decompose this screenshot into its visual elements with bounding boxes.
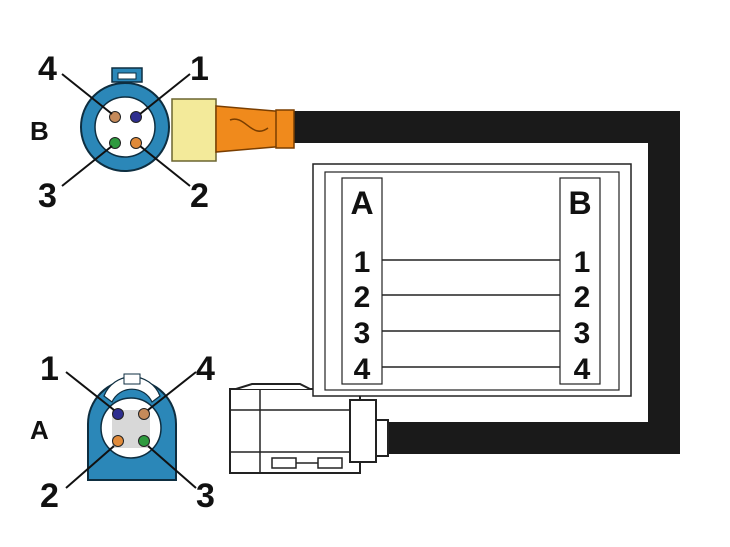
- connector-b-pin-4: [109, 111, 121, 123]
- pinout-column-b: [559, 177, 601, 385]
- connector-b-pin-1: [130, 111, 142, 123]
- connector-b-boot: [171, 98, 217, 162]
- connector-a-pin-1-label: 1: [40, 350, 59, 388]
- pinout-row-2-right: 2: [574, 281, 591, 314]
- pinout-header-a: A: [350, 185, 373, 221]
- pinout-row-2-left: 2: [354, 281, 371, 314]
- connector-b-letter: B: [30, 116, 49, 146]
- connector-b: 4 1 3 2 B: [30, 50, 295, 215]
- pinout-row-1-right: 1: [574, 246, 591, 279]
- pinout-table: A B 1 2 3 4 1 2 3 4: [312, 163, 632, 397]
- pinout-header-b: B: [568, 185, 591, 221]
- connector-a: 1 4 2 3 A: [30, 350, 215, 515]
- connector-a-side-view: [229, 383, 389, 474]
- connector-b-pin-3-label: 3: [38, 177, 57, 215]
- pinout-row-1-left: 1: [354, 246, 371, 279]
- connector-b-pin-1-label: 1: [190, 50, 209, 88]
- connector-a-pin-3-label: 3: [196, 477, 215, 515]
- connector-b-pin-2-label: 2: [190, 177, 209, 215]
- connector-a-pin-2: [112, 435, 124, 447]
- connector-b-pin-2: [130, 137, 142, 149]
- pinout-column-a: [341, 177, 383, 385]
- connector-a-letter: A: [30, 415, 49, 445]
- pinout-row-3-right: 3: [574, 317, 591, 350]
- pinout-row-4-right: 4: [574, 353, 591, 386]
- pinout-row-4-left: 4: [354, 353, 371, 386]
- connector-b-pin-4-label: 4: [38, 50, 57, 88]
- pinout-row-3-left: 3: [354, 317, 371, 350]
- connector-b-pin-3: [109, 137, 121, 149]
- connector-a-pin-2-label: 2: [40, 477, 59, 515]
- connector-a-pin-4-label: 4: [196, 350, 215, 388]
- cable: [292, 111, 680, 454]
- connector-a-pin-3: [138, 435, 150, 447]
- connector-a-pin-1: [112, 408, 124, 420]
- connector-a-pin-4: [138, 408, 150, 420]
